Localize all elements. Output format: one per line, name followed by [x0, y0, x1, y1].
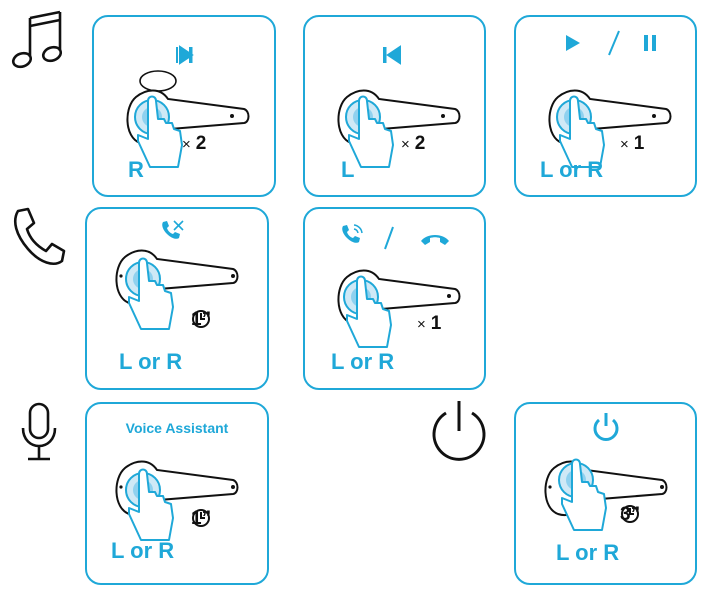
reject-call-icon: [162, 220, 184, 239]
side-label: L or R: [540, 157, 604, 182]
voice-assistant-card: Voice Assistant 1” L or R: [85, 402, 269, 585]
clock-icon: [621, 505, 639, 523]
phone-icon: [10, 205, 66, 272]
tap-count: ×2: [401, 133, 426, 154]
side-label: L or R: [111, 538, 175, 563]
earbud-tap-illustration: [115, 460, 239, 541]
side-label: L or R: [119, 349, 183, 374]
clock-icon: [192, 509, 210, 527]
microphone-icon: [18, 402, 60, 471]
earbud-tap-illustration: [337, 45, 461, 168]
side-label: R: [128, 157, 144, 182]
play-pause-card: ×1 L or R: [514, 15, 697, 197]
previous-track-icon: [383, 45, 401, 65]
side-label: L or R: [556, 540, 620, 565]
tap-count: ×1: [417, 313, 442, 334]
earbud-tap-illustration: [126, 45, 250, 168]
next-track-icon: [176, 45, 194, 65]
answer-end-call-icon: [342, 224, 449, 250]
power-icon: [428, 399, 490, 470]
power-icon: [593, 413, 619, 441]
answer-end-call-card: ×1 L or R: [303, 207, 486, 390]
hold-duration: 3”: [620, 504, 641, 525]
tap-count: ×1: [620, 133, 645, 154]
side-label: L: [341, 157, 355, 182]
power-card: 3” L or R: [514, 402, 697, 585]
earbud-tap-illustration: [115, 220, 239, 330]
clock-icon: [192, 310, 210, 328]
music-note-icon: [8, 8, 70, 77]
previous-track-card: ×2 L: [303, 15, 486, 197]
hold-duration: 1”: [191, 508, 212, 529]
reject-call-card: 1” L or R: [85, 207, 269, 390]
voice-assistant-title: Voice Assistant: [125, 420, 229, 436]
side-label: L or R: [331, 349, 395, 374]
hold-duration: 1”: [191, 309, 212, 330]
earbud-tap-illustration: [337, 224, 461, 348]
earbud-tap-illustration: [548, 30, 672, 168]
divider-slash: [608, 30, 620, 56]
earbud-tap-illustration: [544, 413, 668, 531]
tap-count: ×2: [182, 133, 207, 154]
play-pause-icon: [566, 30, 656, 56]
divider-slash: [384, 226, 394, 250]
next-track-card: ×2 R: [92, 15, 276, 197]
